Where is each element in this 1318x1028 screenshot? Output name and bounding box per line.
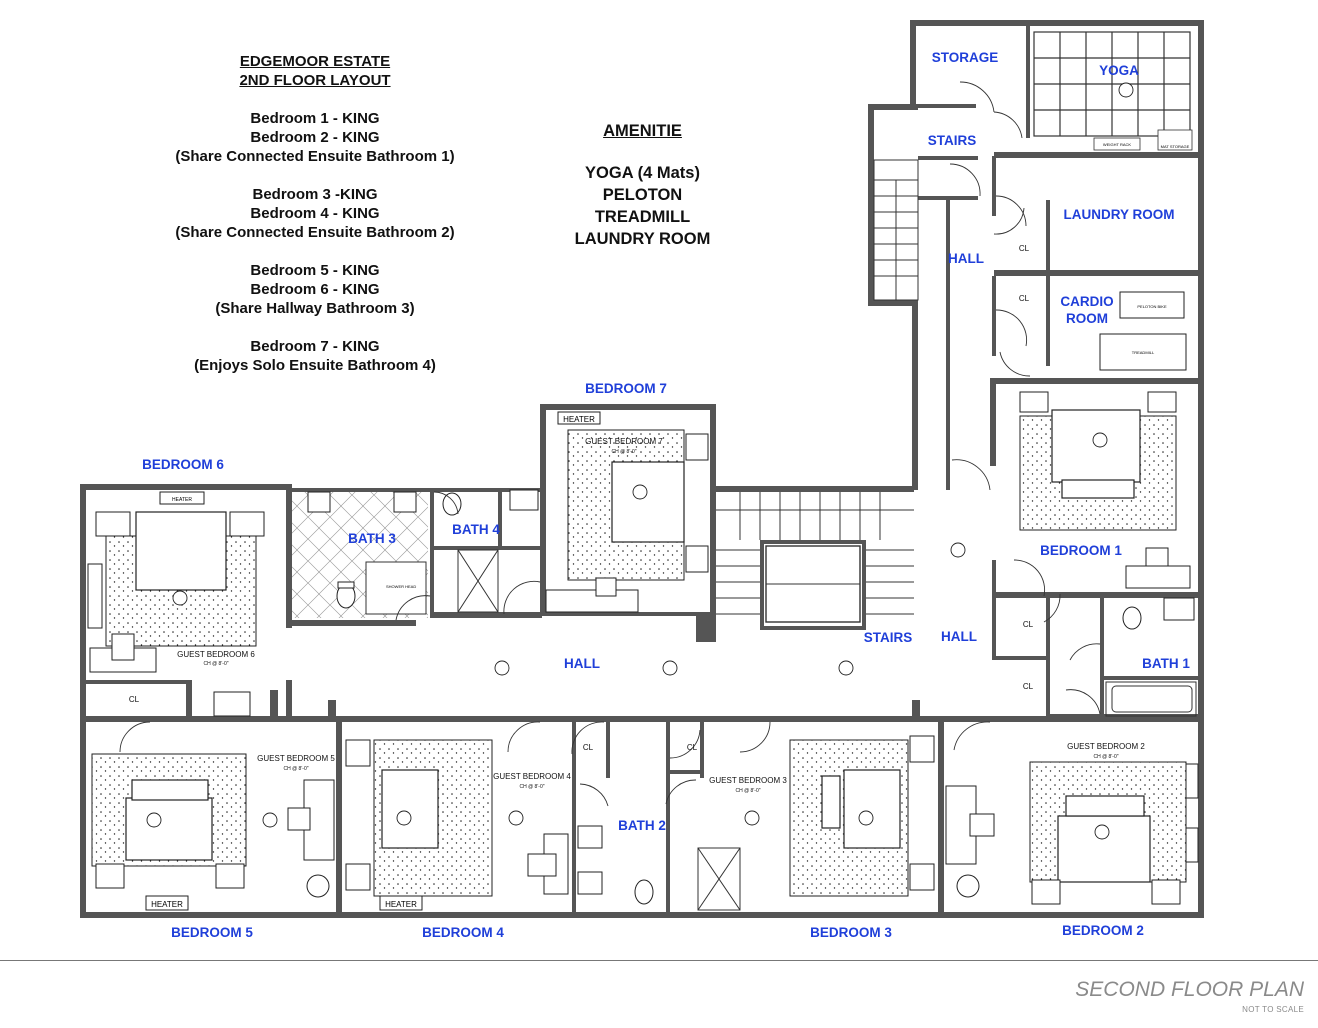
bathroom-note: (Enjoys Solo Ensuite Bathroom 4) — [194, 357, 436, 374]
door-swings — [119, 81, 1101, 807]
room-label-bedroom7: BEDROOM 7 — [585, 381, 667, 396]
desks — [87, 547, 1199, 895]
shower-stall — [365, 561, 427, 615]
closet-label: CL — [687, 743, 698, 752]
weight-rack-label: WEIGHT RACK — [1103, 142, 1131, 147]
shower-label: SHOWER HEAD — [386, 584, 416, 589]
amenity-item: YOGA (4 Mats) — [585, 164, 700, 182]
guest-bedroom-2-label: GUEST BEDROOM 2 — [1067, 742, 1145, 751]
guest-bedroom-3-label: GUEST BEDROOM 3 — [709, 776, 787, 785]
room-label-stairs-mid: STAIRS — [864, 630, 913, 645]
footer-divider — [0, 960, 1318, 961]
room-label-bath2: BATH 2 — [618, 818, 666, 833]
plant-icon — [306, 874, 330, 898]
plan-title: SECOND FLOOR PLAN — [1075, 978, 1304, 1001]
treadmill-label: TREADMILL — [1132, 350, 1155, 355]
closet-label: CL — [1023, 620, 1034, 629]
ceiling-label: CH @ 8'-0" — [1093, 754, 1118, 760]
shower-boxes — [457, 549, 1197, 911]
bathroom-note: (Share Connected Ensuite Bathroom 1) — [175, 148, 455, 165]
title-block: EDGEMOOR ESTATE 2ND FLOOR LAYOUT Bedroom… — [160, 52, 470, 375]
room-label-hall-mid: HALL — [941, 629, 977, 644]
room-label-bath1: BATH 1 — [1142, 656, 1190, 671]
amenities-heading: AMENITIE — [603, 122, 682, 140]
heaters — [145, 411, 601, 911]
room-label-cardio: CARDIO — [1060, 294, 1113, 309]
ceiling-label: CH @ 8'-0" — [735, 788, 760, 794]
bedroom-line: Bedroom 1 - KING — [250, 110, 380, 127]
room-label-bedroom3: BEDROOM 3 — [810, 925, 892, 940]
room-label-stairs-top: STAIRS — [928, 133, 977, 148]
heater-label-bed7: HEATER — [563, 415, 595, 424]
closet-label: CL — [583, 743, 594, 752]
closet-label: CL — [129, 695, 140, 704]
mat-storage-label: MAT STORAGE — [1161, 144, 1190, 149]
room-label-yoga: YOGA — [1099, 63, 1139, 78]
mat-storage — [1157, 129, 1193, 151]
bedroom-group-1: Bedroom 1 - KING Bedroom 2 - KING (Share… — [160, 109, 470, 166]
floor-layout-title: 2ND FLOOR LAYOUT — [239, 72, 391, 89]
upper-stairs — [873, 159, 919, 301]
amenity-item: LAUNDRY ROOM — [574, 230, 711, 248]
heater-label-bed6: HEATER — [172, 497, 192, 503]
bathroom-note: (Share Hallway Bathroom 3) — [215, 300, 415, 317]
nightstands — [95, 391, 1181, 905]
room-label-bedroom1: BEDROOM 1 — [1040, 543, 1122, 558]
bedroom-line: Bedroom 5 - KING — [250, 262, 380, 279]
bedroom-line: Bedroom 6 - KING — [250, 281, 380, 298]
ceiling-label: CH @ 8'-0" — [283, 766, 308, 772]
heater-label-bed5: HEATER — [151, 900, 183, 909]
bedroom-line: Bedroom 7 - KING — [250, 338, 380, 355]
yoga-mat-grid — [1033, 31, 1191, 137]
room-label-bedroom2: BEDROOM 2 — [1062, 923, 1144, 938]
beds — [125, 409, 1151, 883]
ceiling-label: CH @ 8'-0" — [611, 449, 636, 455]
room-label-hall-main: HALL — [564, 656, 600, 671]
bedroom-group-2: Bedroom 3 -KING Bedroom 4 - KING (Share … — [160, 185, 470, 242]
amenity-item: PELOTON — [602, 186, 683, 204]
guest-bedroom-7-label: GUEST BEDROOM 7 — [585, 437, 663, 446]
room-label-bedroom4: BEDROOM 4 — [422, 925, 504, 940]
room-label-storage: STORAGE — [932, 50, 999, 65]
ceiling-label: CH @ 8'-0" — [203, 661, 228, 667]
peloton-bike — [1119, 291, 1185, 319]
closet-label: CL — [1023, 682, 1034, 691]
guest-bedroom-6-label: GUEST BEDROOM 6 — [177, 650, 255, 659]
bedroom-line: Bedroom 3 -KING — [252, 186, 378, 203]
weight-rack — [1093, 137, 1141, 151]
estate-name: EDGEMOOR ESTATE — [239, 53, 391, 70]
room-label-bath4: BATH 4 — [452, 522, 500, 537]
room-label-bedroom6: BEDROOM 6 — [142, 457, 224, 472]
room-label-cardio-room: ROOM — [1066, 311, 1108, 326]
plant-icon — [956, 874, 980, 898]
guest-bedroom-5-label: GUEST BEDROOM 5 — [257, 754, 335, 763]
ceiling-label: CH @ 8'-0" — [519, 784, 544, 790]
walls — [80, 20, 1204, 918]
fixtures — [307, 489, 1195, 905]
guest-bedroom-4-label: GUEST BEDROOM 4 — [493, 772, 571, 781]
closet-label: CL — [1019, 244, 1030, 253]
treadmill — [1099, 333, 1187, 371]
amenity-item: TREADMILL — [594, 208, 691, 226]
main-stairs — [716, 492, 914, 623]
closet-label: CL — [1019, 294, 1030, 303]
bathroom-note: (Share Connected Ensuite Bathroom 2) — [175, 224, 455, 241]
peloton-bike-label: PELOTON BIKE — [1137, 304, 1167, 309]
bedroom-group-4: Bedroom 7 - KING (Enjoys Solo Ensuite Ba… — [160, 337, 470, 375]
bedroom-line: Bedroom 2 - KING — [250, 129, 380, 146]
scale-note: NOT TO SCALE — [1242, 1005, 1304, 1014]
room-label-laundry: LAUNDRY ROOM — [1064, 207, 1175, 222]
room-label-bedroom5: BEDROOM 5 — [171, 925, 253, 940]
room-label-bath3: BATH 3 — [348, 531, 396, 546]
bedroom-group-3: Bedroom 5 - KING Bedroom 6 - KING (Share… — [160, 261, 470, 318]
light-fixtures — [146, 82, 1134, 840]
room-label-hall-upper: HALL — [948, 251, 984, 266]
amenities-block: AMENITIE YOGA (4 Mats) PELOTON TREADMILL… — [555, 120, 730, 250]
heater-label-bed4: HEATER — [385, 900, 417, 909]
bedroom-line: Bedroom 4 - KING — [250, 205, 380, 222]
